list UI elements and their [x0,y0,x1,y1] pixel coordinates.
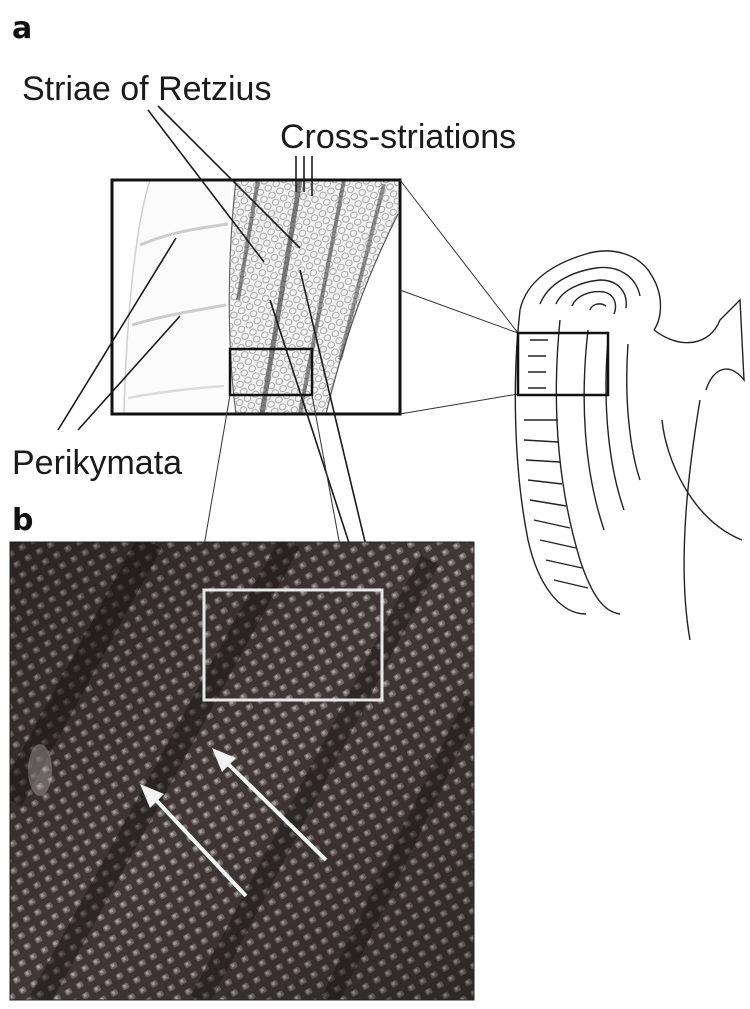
panel-b-label: b [12,503,33,538]
tooth-cross-section [515,251,744,640]
panel-a-label: a [12,11,32,46]
magnified-enamel-view [112,180,400,414]
micrograph-panel-b [10,542,474,1000]
tooth-locator-box [518,333,608,395]
striae-of-retzius-label: Striae of Retzius [22,70,271,108]
perikymata-label: Perikymata [12,444,182,482]
cross-striations-label: Cross-striations [280,118,516,156]
